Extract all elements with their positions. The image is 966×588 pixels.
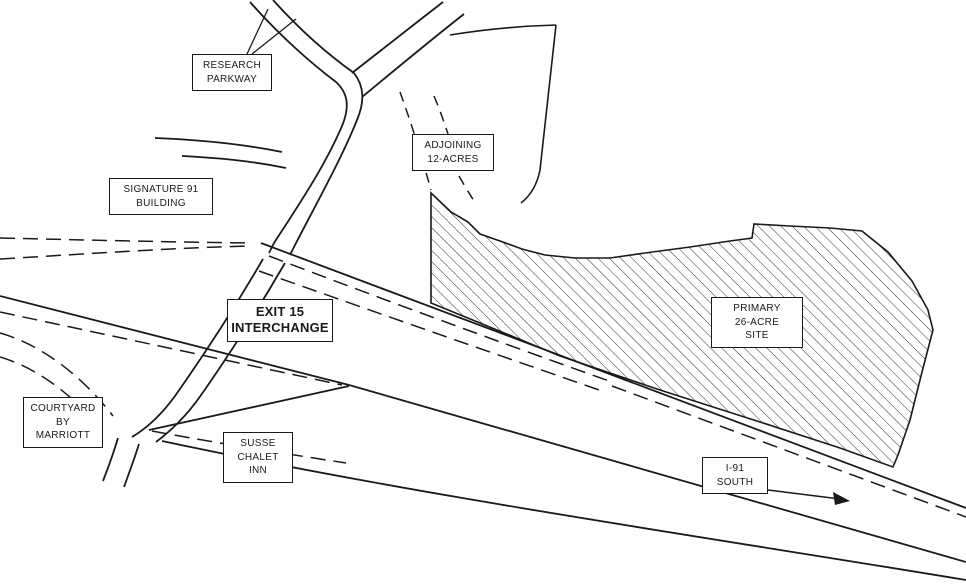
road-fork-edge [351, 1, 444, 74]
adjoining-dashed [433, 95, 449, 135]
gore-edge [148, 385, 350, 431]
junction-stub [102, 437, 119, 482]
road-edge [272, 0, 364, 256]
gore-edge [0, 295, 350, 386]
adjoining-dashed [458, 175, 475, 202]
local-road [131, 0, 465, 443]
label-signature-91-building: SIGNATURE 91 BUILDING [109, 178, 213, 215]
leader-line [246, 8, 269, 55]
loop-ramp-dashed [0, 356, 102, 430]
boundary-line [449, 24, 557, 36]
label-research-parkway: RESEARCH PARKWAY [192, 54, 272, 91]
research-parkway-leader-lines [246, 8, 297, 55]
ramp-dashed [0, 237, 251, 244]
boundary-line [520, 24, 557, 204]
label-primary-26-acre-site: PRIMARY 26-ACRE SITE [711, 297, 803, 348]
leader-line [251, 18, 297, 55]
interchange-ramps [0, 237, 966, 518]
i91-south-arrow-icon [767, 489, 850, 505]
side-road-edge [181, 155, 287, 169]
label-adjoining-12-acres: ADJOINING 12-ACRES [412, 134, 494, 171]
highway-i91 [0, 242, 966, 581]
road-edge [131, 258, 264, 438]
road-edge [249, 1, 348, 254]
highway-edge [348, 384, 966, 563]
loop-ramp-dashed [0, 332, 114, 417]
lane-dashed [611, 385, 966, 518]
parcel-boundary [449, 24, 557, 204]
side-road-edge [154, 137, 283, 153]
gore-dashed [0, 311, 343, 386]
label-i91-south: I-91 SOUTH [702, 457, 768, 494]
junction-stub [123, 443, 140, 488]
highway-edge [260, 242, 966, 509]
label-susse-chalet-inn: SUSSE CHALET INN [223, 432, 293, 483]
road-edge [155, 262, 286, 443]
road-fork-edge [361, 13, 465, 98]
primary-site-area [430, 191, 934, 469]
ramp-dashed [268, 255, 613, 383]
ramp-dashed [0, 245, 251, 260]
label-courtyard-by-marriott: COURTYARD BY MARRIOTT [23, 397, 103, 448]
ramp-dashed [258, 270, 603, 392]
label-exit-15-interchange: EXIT 15 INTERCHANGE [227, 299, 333, 342]
